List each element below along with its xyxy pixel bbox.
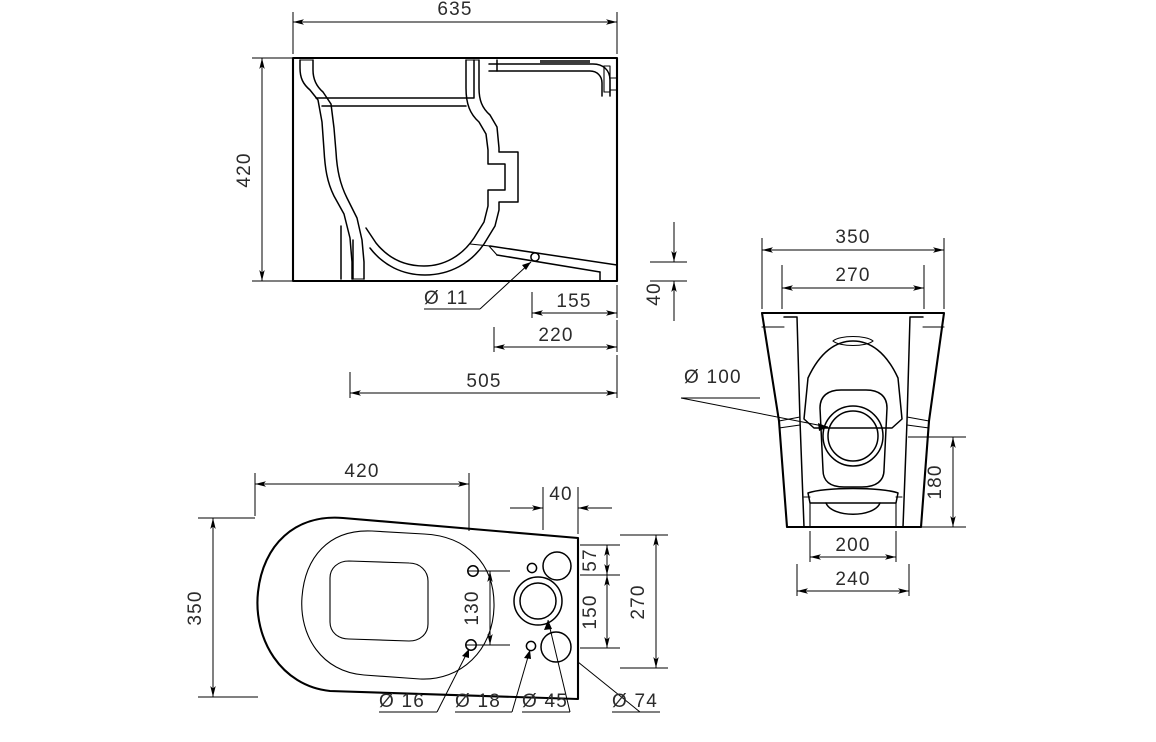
dimension-label-180: 180 <box>925 464 946 499</box>
rear-elevation-view: 350 270 Ø 100 180 200 <box>680 227 966 596</box>
dimension-155: 155 <box>531 285 618 318</box>
dimension-label-dia-74: Ø 74 <box>612 691 658 712</box>
dimension-200: 200 <box>809 531 897 562</box>
dimension-label-130: 130 <box>462 590 483 625</box>
dimension-350-plan: 350 <box>185 517 258 698</box>
side-elevation-bowl-profile <box>299 59 365 280</box>
dimension-label-505: 505 <box>466 371 501 392</box>
dimension-350-width: 350 <box>761 227 945 309</box>
dimension-label-dia-11: Ø 11 <box>424 288 469 309</box>
side-elevation-base-lines <box>469 243 618 282</box>
dimension-label-420-plan: 420 <box>344 461 379 482</box>
dimension-label-40-plinth: 40 <box>644 282 665 306</box>
dimension-label-350-plan: 350 <box>185 590 206 625</box>
plan-view-outlet-bores <box>513 551 572 663</box>
dimension-180: 180 <box>904 436 966 528</box>
side-elevation-outline <box>291 56 619 283</box>
callout-dia-18: Ø 18 <box>455 649 531 713</box>
plan-view-small-holes <box>525 562 538 652</box>
plan-view: 420 350 40 130 57 <box>185 461 668 713</box>
dimension-label-155: 155 <box>556 291 591 312</box>
dimension-505: 505 <box>349 355 618 398</box>
rear-elevation-outlet-collar <box>819 389 888 488</box>
dimension-label-150: 150 <box>580 594 601 629</box>
dimension-label-dia-18: Ø 18 <box>455 691 501 712</box>
dimension-270-plan: 270 <box>620 534 668 669</box>
dimension-270-width: 270 <box>781 265 925 309</box>
dimension-label-350-width: 350 <box>835 227 870 248</box>
callout-dia-74: Ø 74 <box>577 661 660 713</box>
dimension-130: 130 <box>462 570 510 646</box>
plan-view-bowl-aperture <box>329 560 429 642</box>
callout-dia-11: Ø 11 <box>424 261 532 310</box>
callout-dia-45: Ø 45 <box>522 619 571 713</box>
side-elevation-rim-surface <box>315 59 475 107</box>
dimension-label-420-height: 420 <box>234 152 255 187</box>
dimension-150: 150 <box>580 574 620 649</box>
dimension-220: 220 <box>493 320 618 352</box>
dimension-40-plinth: 40 <box>644 222 687 321</box>
dimension-label-270-width: 270 <box>835 265 870 286</box>
dimension-label-220: 220 <box>538 325 573 346</box>
dimension-label-57: 57 <box>580 548 601 572</box>
side-elevation-trapway <box>365 59 519 276</box>
dimension-label-dia-45: Ø 45 <box>522 691 568 712</box>
dimension-label-270-plan: 270 <box>628 584 649 619</box>
side-elevation-foot <box>340 225 354 280</box>
dimension-label-40-plan: 40 <box>549 484 573 505</box>
dimension-label-dia-16: Ø 16 <box>379 691 425 712</box>
side-elevation-fixing-hole <box>530 252 540 262</box>
rear-elevation-foot-detail <box>803 487 903 528</box>
dimension-420-height: 420 <box>234 57 296 282</box>
callout-dia-16: Ø 16 <box>379 648 470 713</box>
callout-dia-100: Ø 100 <box>680 367 829 431</box>
dimension-label-200: 200 <box>835 535 870 556</box>
dimension-40-plan: 40 <box>510 484 612 534</box>
dimension-240: 240 <box>796 564 910 596</box>
rear-elevation-bowl-arch <box>803 335 903 429</box>
rear-elevation-panel-lines <box>761 316 945 528</box>
rear-elevation-outlet <box>822 405 884 467</box>
side-elevation-view: 635 420 Ø 11 155 220 <box>234 0 687 398</box>
dimension-label-635: 635 <box>437 0 472 20</box>
dimension-label-240: 240 <box>835 569 870 590</box>
dimension-420-plan: 420 <box>254 461 470 531</box>
side-elevation-rear-detail <box>488 59 618 97</box>
dimension-label-dia-100: Ø 100 <box>684 367 742 388</box>
plan-view-outline <box>256 516 580 701</box>
dimension-635: 635 <box>292 0 618 54</box>
